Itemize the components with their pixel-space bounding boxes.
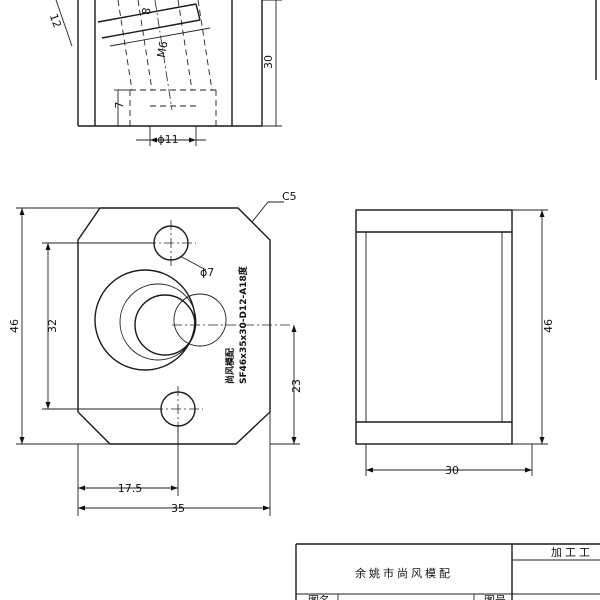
top-dim-counterbore-depth: 7 — [113, 102, 126, 109]
top-dim-side: 8 — [139, 6, 153, 16]
hole-exit — [173, 293, 227, 347]
front-dim-hole-pitch: 32 — [46, 319, 59, 333]
side-view: 46 30 — [355, 209, 555, 477]
top-dim-thread: M6 — [155, 40, 171, 59]
top-dim-angle: 12 — [47, 12, 64, 30]
counterbore-inner — [119, 283, 197, 361]
chamfer-label: C5 — [282, 190, 297, 203]
part-note-line2: SF46x35x30-D12-A18度 — [237, 265, 249, 384]
front-dim-total-width: 35 — [171, 502, 185, 515]
front-dim-total-height: 46 — [8, 319, 21, 333]
title-cell-a: 图名 — [308, 593, 330, 600]
title-process: 加工工 — [551, 546, 593, 559]
hole-dia-label: ϕ7 — [200, 266, 214, 279]
front-dim-half-width: 17.5 — [118, 482, 143, 495]
title-company: 余姚市尚风模配 — [355, 566, 453, 580]
side-dim-width: 30 — [445, 464, 459, 477]
counterbore-outer — [94, 269, 196, 371]
front-view: C5 ϕ7 尚风模配 SF46x35x30-D12-A18度 46 — [8, 190, 303, 516]
side-dim-height: 46 — [542, 319, 555, 333]
top-dim-counterbore-dia: ϕ11 — [157, 133, 178, 146]
title-cell-b: 图号 — [484, 594, 506, 600]
part-note-line1: 尚风模配 — [224, 348, 236, 384]
top-view: 30 7 ϕ11 12 M6 8 — [47, 0, 282, 146]
front-dim-center-height: 23 — [290, 379, 303, 393]
top-dim-height: 30 — [262, 55, 275, 69]
title-block: 余姚市尚风模配 加工工 图名 图号 — [295, 543, 600, 600]
